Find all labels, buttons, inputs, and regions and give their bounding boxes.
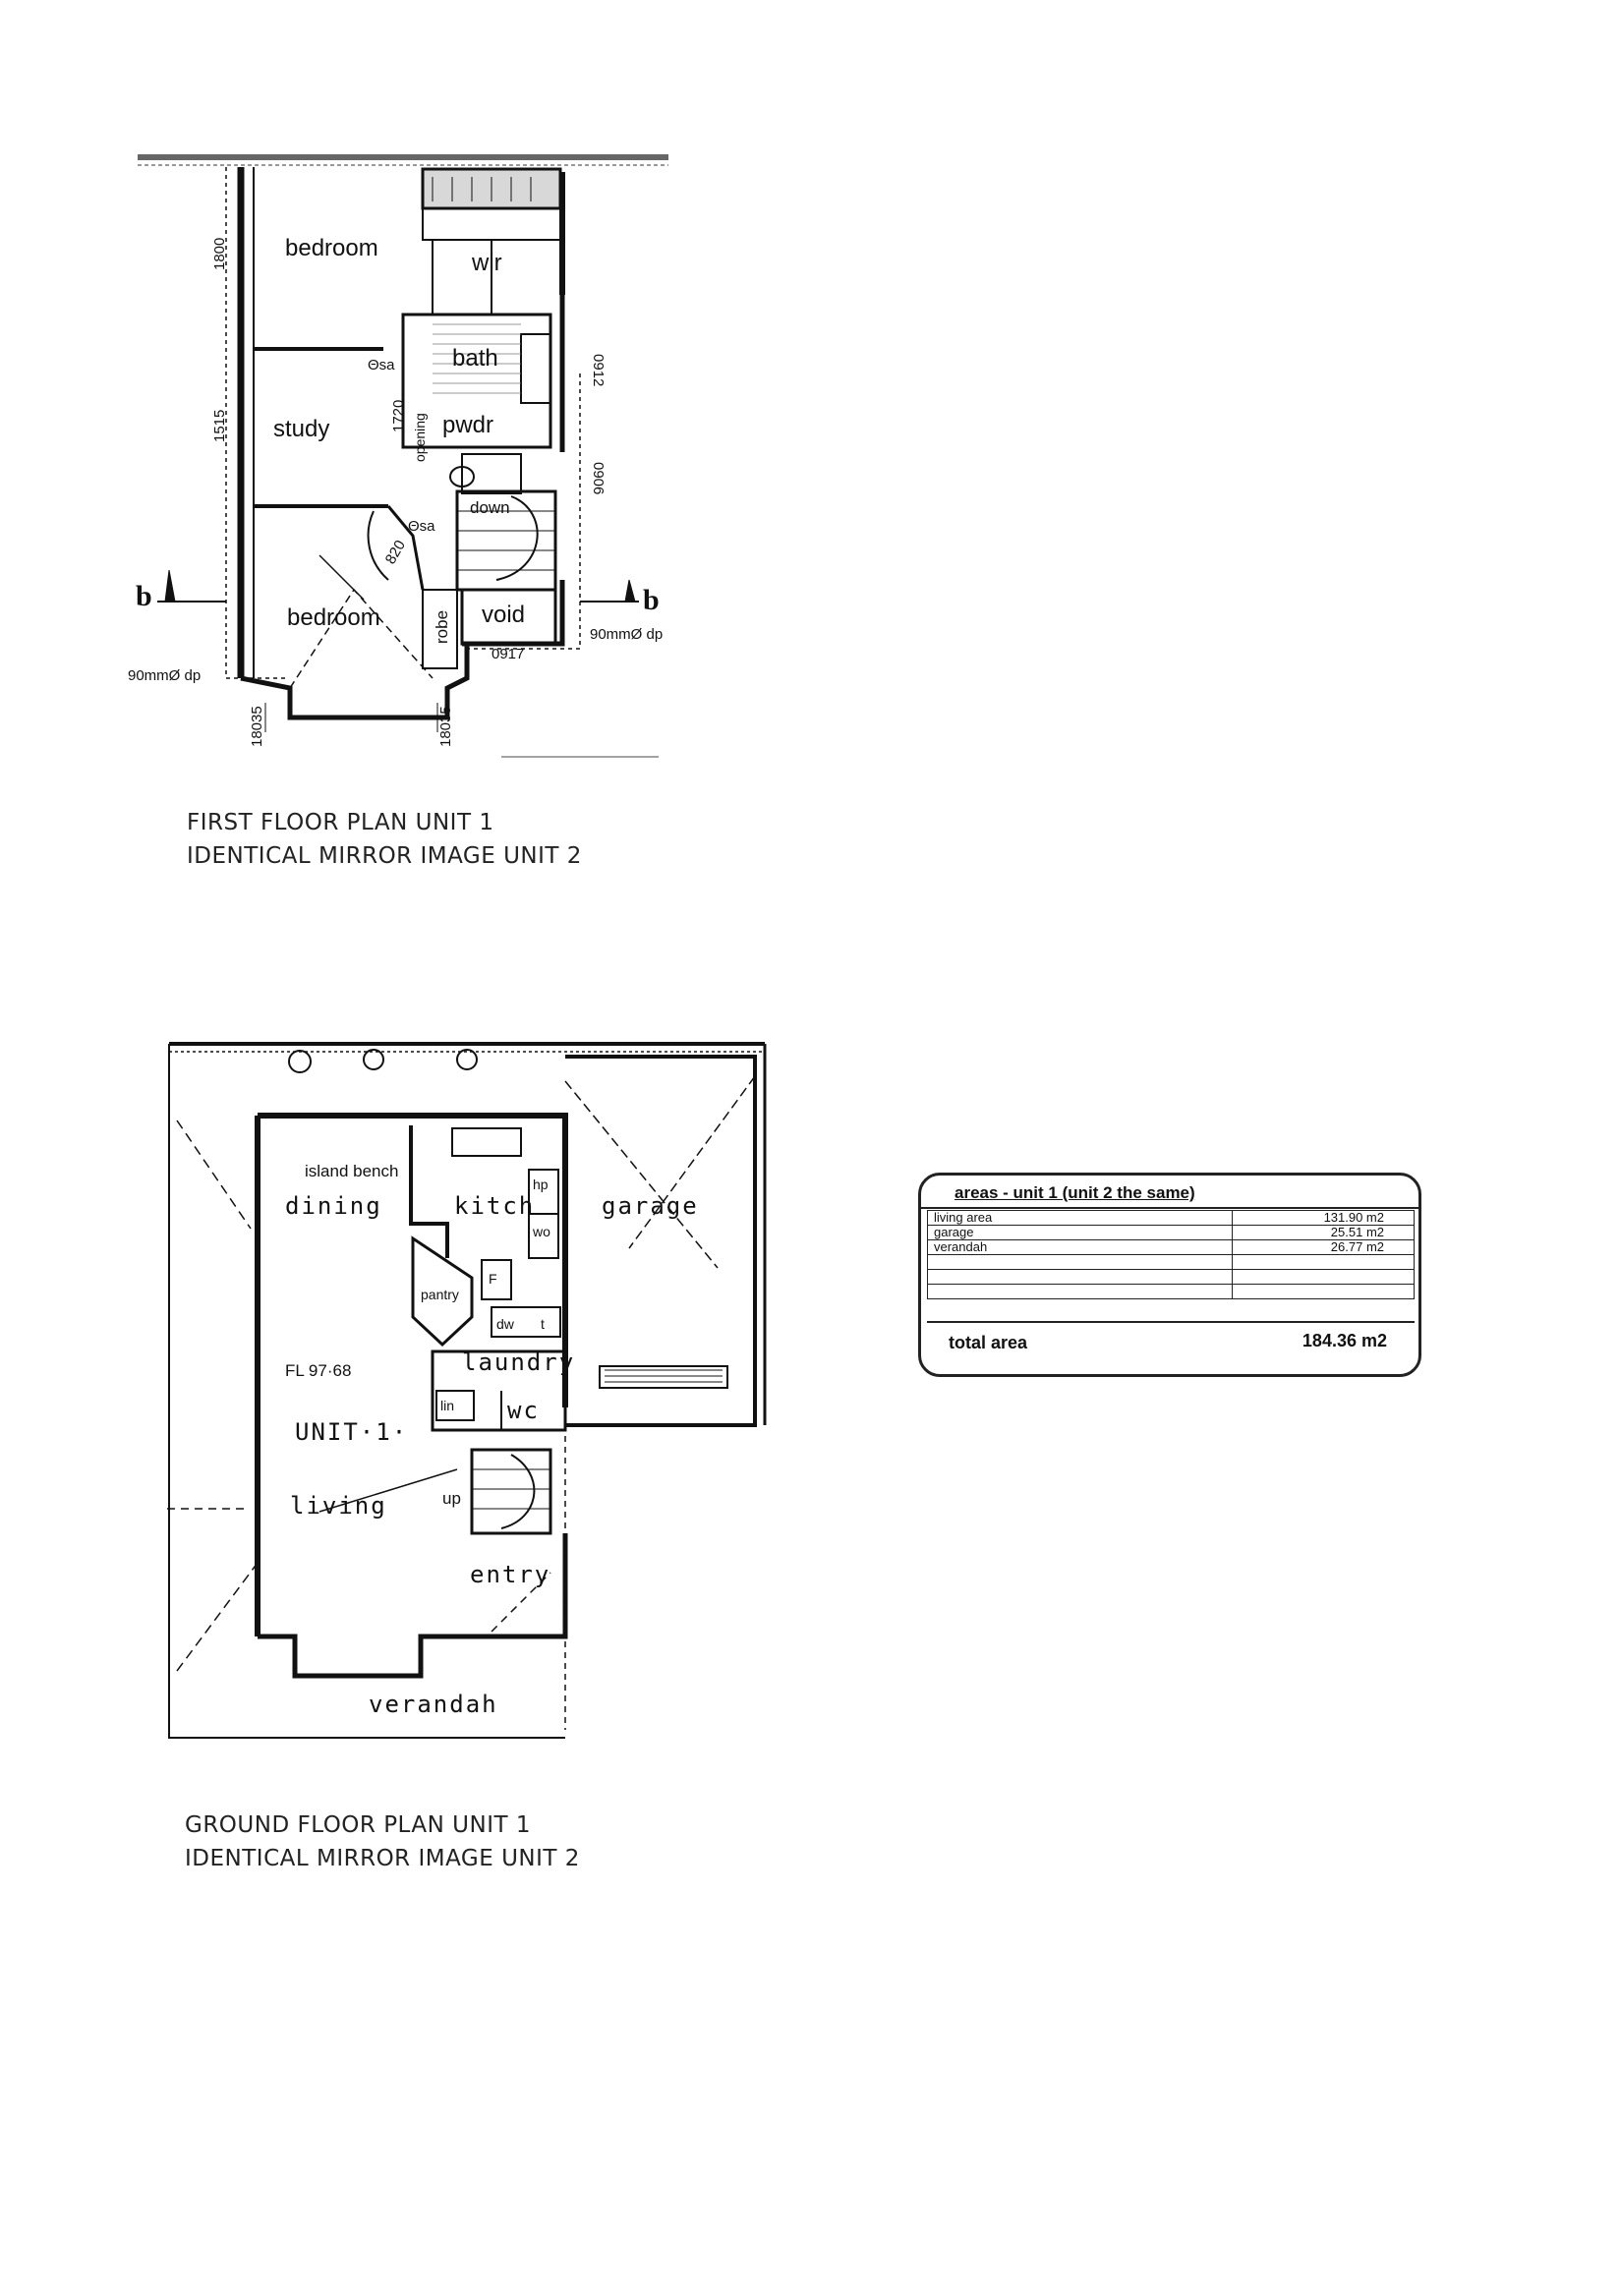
ff-down-label: down [470, 498, 510, 517]
ff-opening-label: opening [412, 413, 428, 462]
first-floor-caption: FIRST FLOOR PLAN UNIT 1 IDENTICAL MIRROR… [187, 806, 582, 873]
ff-dim-1720: 1720 [390, 400, 407, 432]
gf-living-label: living [290, 1492, 387, 1520]
areas-table: areas - unit 1 (unit 2 the same) living … [918, 1173, 1421, 1377]
table-row: verandah 26.77 m2 [927, 1239, 1415, 1255]
area-value: 25.51 m2 [1232, 1225, 1415, 1240]
gf-fl-label: FL 97·68 [285, 1361, 351, 1380]
areas-table-body: living area 131.90 m2 garage 25.51 m2 ve… [927, 1210, 1415, 1299]
gf-wo-label: wo [532, 1224, 550, 1239]
gf-pantry-label: pantry [421, 1287, 459, 1302]
gf-laundry-label: laundry [462, 1349, 575, 1376]
ff-study-label: study [273, 416, 329, 442]
areas-total-row: total area 184.36 m2 [927, 1321, 1415, 1358]
area-value: 131.90 m2 [1232, 1210, 1415, 1226]
ff-void-label: void [482, 602, 525, 628]
ff-section-marker-left: b [136, 580, 152, 612]
gf-verandah-label: verandah [369, 1691, 498, 1718]
areas-table-title: areas - unit 1 (unit 2 the same) [955, 1183, 1195, 1202]
area-value: 26.77 m2 [1232, 1239, 1415, 1255]
area-label: living area [927, 1210, 1233, 1226]
area-label: verandah [927, 1239, 1233, 1255]
areas-table-header: areas - unit 1 (unit 2 the same) [921, 1183, 1418, 1209]
ff-dim-0912: 0912 [590, 354, 607, 386]
gf-kitch-label: kitch [454, 1192, 535, 1220]
gf-unit-label: UNIT·1· [295, 1418, 408, 1446]
ff-section-marker-right: b [643, 584, 660, 616]
ff-dim-1800: 1800 [211, 238, 228, 270]
ground-floor-plan [167, 1042, 767, 1739]
gf-island-bench-label: island bench [305, 1162, 398, 1180]
ff-bedroom-bottom-label: bedroom [287, 604, 380, 631]
area-label: garage [927, 1225, 1233, 1240]
ff-dim-0906: 0906 [590, 462, 607, 494]
ff-pwdr-label: pwdr [442, 412, 493, 438]
ff-bedroom-top-label: bedroom [285, 235, 378, 261]
first-floor-caption-line2: IDENTICAL MIRROR IMAGE UNIT 2 [187, 843, 582, 869]
ff-sa-label-2: Θsa [408, 518, 435, 535]
gf-t-label: t [541, 1316, 545, 1332]
ff-dim-1515: 1515 [211, 410, 228, 442]
gf-dining-label: dining [285, 1192, 382, 1220]
first-floor-caption-line1: FIRST FLOOR PLAN UNIT 1 [187, 810, 494, 835]
ff-dim-18035-right: 18035 [437, 706, 454, 747]
gf-entry-label: entry [470, 1561, 550, 1588]
ff-wir-label: wir [471, 250, 502, 276]
table-row: living area 131.90 m2 [927, 1210, 1415, 1226]
gf-up-label: up [442, 1489, 461, 1508]
ff-downpipe-right: 90mmØ dp [590, 626, 663, 643]
total-area-label: total area [949, 1333, 1028, 1352]
ff-sa-label-1: Θsa [368, 357, 395, 373]
gf-garage-label: garage [602, 1192, 699, 1220]
ground-floor-caption-line2: IDENTICAL MIRROR IMAGE UNIT 2 [185, 1846, 580, 1871]
first-floor-plan [138, 154, 668, 758]
ff-downpipe-left: 90mmØ dp [128, 667, 201, 684]
total-area-value: 184.36 m2 [1302, 1331, 1387, 1350]
gf-lin-label: lin [440, 1398, 454, 1413]
ff-dim-0917: 0917 [492, 646, 524, 662]
table-row [927, 1269, 1415, 1285]
ff-robe-label: robe [433, 610, 451, 644]
table-row [927, 1254, 1415, 1270]
ff-bath-label: bath [452, 345, 498, 372]
ff-dim-18035-left: 18035 [249, 706, 265, 747]
table-row: garage 25.51 m2 [927, 1225, 1415, 1240]
table-row [927, 1284, 1415, 1299]
ground-floor-caption-line1: GROUND FLOOR PLAN UNIT 1 [185, 1812, 531, 1838]
gf-f-label: F [489, 1271, 497, 1287]
ground-floor-caption: GROUND FLOOR PLAN UNIT 1 IDENTICAL MIRRO… [185, 1808, 580, 1875]
gf-dw-label: dw [496, 1316, 515, 1332]
ff-dim-820: 820 [382, 538, 409, 567]
gf-wc-label: wc [507, 1397, 540, 1424]
gf-hp-label: hp [533, 1177, 549, 1192]
